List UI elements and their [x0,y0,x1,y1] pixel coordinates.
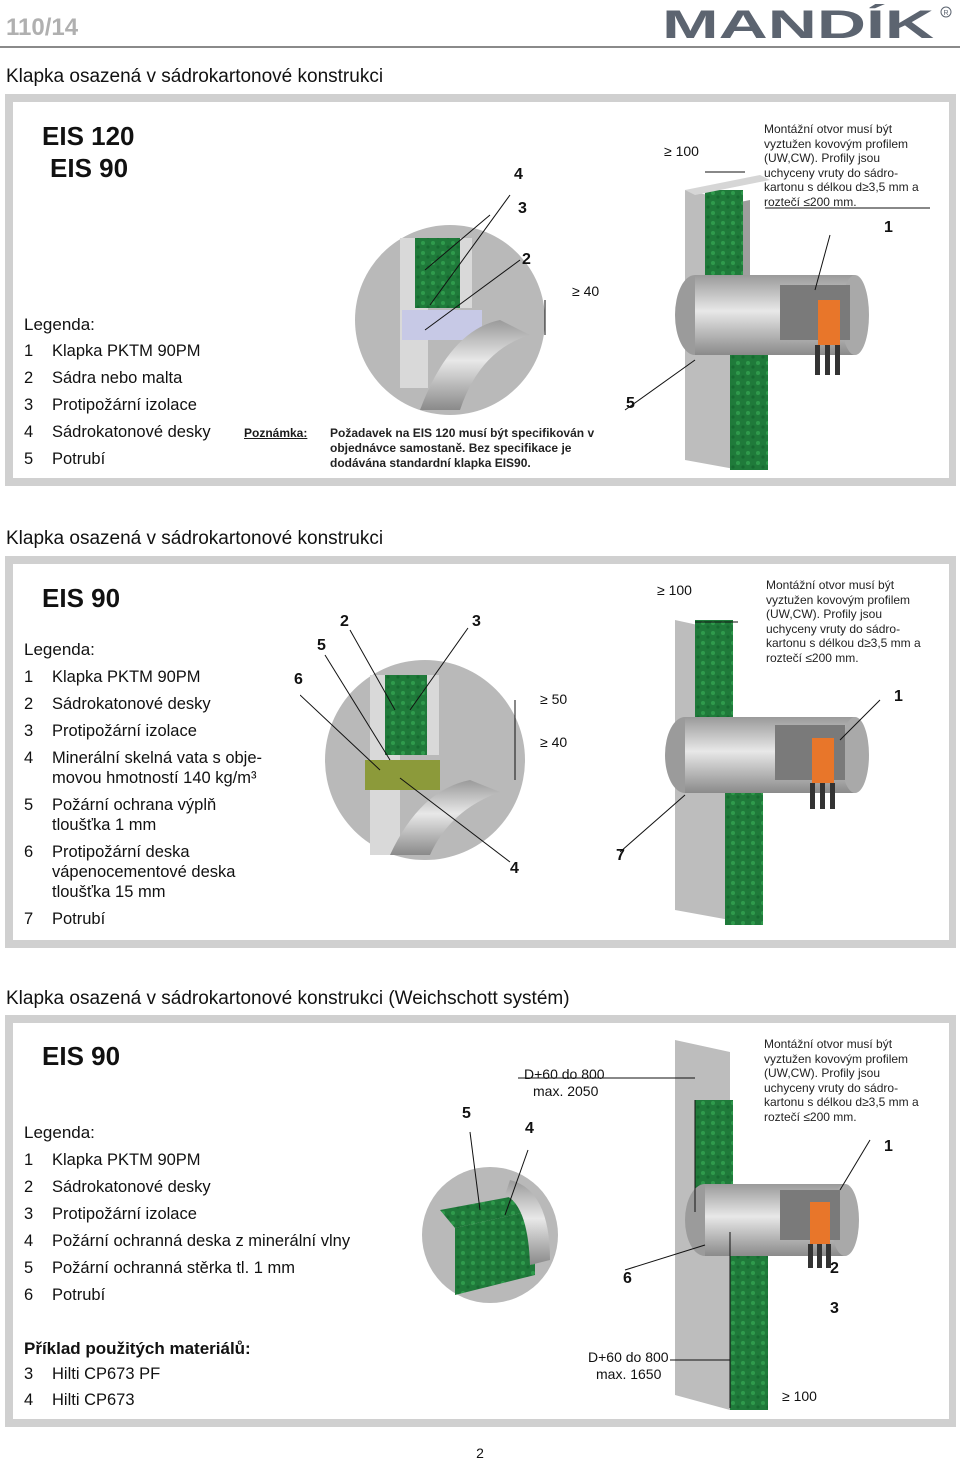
callout-5: 5 [462,1105,471,1122]
callout-5: 5 [317,637,326,654]
section-2-drawing [300,620,881,925]
mounting-note-line: (UW,CW). Profily jsou [764,1066,881,1080]
callout-1: 1 [894,688,903,705]
mounting-note-line: Montážní otvor musí být [764,122,893,136]
footer-page: 2 [476,1445,484,1461]
mounting-note-line: roztečí ≤200 mm. [764,1109,857,1124]
note-label: Poznámka: [244,426,308,440]
legend-item: tloušťka 15 mm [52,883,166,901]
brand-text: MANDÍK [662,4,934,44]
callout-2: 2 [830,1260,839,1277]
dim-top-line: D+60 do 800 [524,1066,605,1082]
mounting-note-line: uchyceny vruty do sádro- [764,165,899,180]
mounting-note-line: (UW,CW). Profily jsou [766,607,883,621]
callout-3: 3 [830,1300,839,1317]
section-1-drawing [355,171,930,470]
section-1-class-1: EIS 120 [42,121,135,151]
section-1-class-2: EIS 90 [50,153,129,183]
mounting-note-line: roztečí ≤200 mm. [764,194,857,209]
dim-50: ≥ 50 [540,691,568,707]
mounting-note-line: (UW,CW). Profily jsou [764,151,881,165]
mounting-note-line: uchyceny vruty do sádro- [764,1080,899,1095]
dim-40: ≥ 40 [572,283,600,299]
page-number: 110/14 [6,14,79,41]
mounting-note-line: vyztužen kovovým profilem [764,1051,909,1066]
legend-item: vápenocementové deska [52,863,236,881]
callout-7: 7 [616,847,625,864]
callout-4: 4 [514,166,523,183]
mounting-note-line: kartonu s délkou d≥3,5 mm a [764,180,919,194]
section-3-title: Klapka osazená v sádrokartonové konstruk… [6,988,570,1009]
dim-100: ≥ 100 [782,1388,817,1404]
mounting-note-line: kartonu s délkou d≥3,5 mm a [764,1095,919,1109]
dim-top-line: max. 2050 [533,1083,599,1099]
mounting-note-line: Montážní otvor musí být [766,578,895,592]
section-2-legend-title: Legenda: [24,640,95,659]
dim-bottom-line: max. 1650 [596,1366,662,1382]
callout-2: 2 [522,251,531,268]
section-3-drawing [422,1040,871,1410]
legend-item: tloušťka 1 mm [52,816,157,834]
callout-4: 4 [525,1120,534,1137]
callout-6: 6 [294,671,303,688]
svg-text:R: R [944,10,949,17]
section-2-class: EIS 90 [42,583,121,613]
mounting-note-line: vyztužen kovovým profilem [764,136,909,151]
mounting-note-line: uchyceny vruty do sádro- [766,621,901,636]
mandik-logo: MANDÍK R [662,4,952,44]
section-1-panel [5,94,956,486]
note-line: dodávána standardní klapka EIS90. [330,456,531,470]
note-line: objednávce samostaně. Bez specifikace je [330,441,572,455]
callout-3: 3 [518,200,527,217]
mounting-note-line: kartonu s délkou d≥3,5 mm a [766,636,921,650]
callout-2: 2 [340,613,349,630]
section-3-legend-title: Legenda: [24,1123,95,1142]
dim-40: ≥ 40 [540,734,568,750]
dim-100: ≥ 100 [664,143,699,159]
section-2-title: Klapka osazená v sádrokartonové konstruk… [6,528,384,549]
dim-100: ≥ 100 [657,582,692,598]
dim-bottom-line: D+60 do 800 [588,1349,669,1365]
header-rule [0,46,960,48]
section-3-class: EIS 90 [42,1041,121,1071]
materials-title: Příklad použitých materiálů: [24,1339,251,1358]
callout-5: 5 [626,395,635,412]
callout-6: 6 [623,1270,632,1287]
callout-1: 1 [884,219,893,236]
mounting-note-line: Montážní otvor musí být [764,1037,893,1051]
callout-3: 3 [472,613,481,630]
section-1-legend-title: Legenda: [24,315,95,334]
callout-4: 4 [510,860,519,877]
legend-item: movou hmotností 140 kg/m³ [52,769,257,787]
mounting-note-line: vyztužen kovovým profilem [766,592,911,607]
section-1-title: Klapka osazená v sádrokartonové konstruk… [6,66,384,87]
note-line: Požadavek na EIS 120 musí být specifikov… [330,426,595,440]
mounting-note-line: roztečí ≤200 mm. [766,650,859,665]
callout-1: 1 [884,1138,893,1155]
